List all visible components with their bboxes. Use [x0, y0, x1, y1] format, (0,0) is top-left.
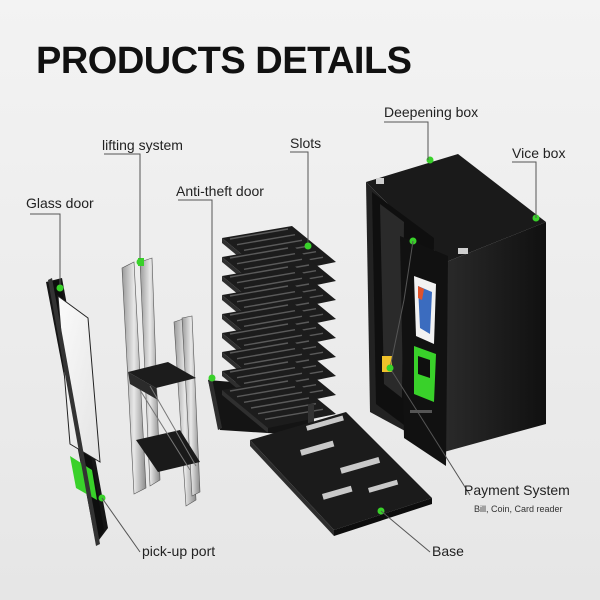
label-glass-door: Glass door — [26, 195, 94, 211]
lifting-system — [98, 257, 201, 507]
label-anti-theft-door: Anti-theft door — [176, 183, 264, 199]
leader-lines — [30, 121, 537, 553]
label-payment-sub: Bill, Coin, Card reader — [474, 504, 563, 514]
label-pickup-port: pick-up port — [142, 543, 216, 559]
label-base: Base — [432, 543, 464, 559]
label-vice-box: Vice box — [512, 145, 566, 161]
slot-support — [308, 404, 314, 428]
label-lifting-system: lifting system — [102, 137, 183, 153]
page-title: PRODUCTS DETAILS — [36, 40, 412, 82]
slots — [222, 226, 336, 433]
label-payment-system: Payment System — [464, 482, 570, 498]
pickup-port-panel — [70, 456, 97, 500]
label-slots: Slots — [290, 135, 322, 151]
callout-dots — [56, 242, 394, 382]
label-deepening-box: Deepening box — [384, 104, 479, 120]
glass-door — [46, 278, 108, 546]
cabinet — [366, 154, 546, 466]
base — [250, 412, 432, 536]
coin-slot — [382, 356, 392, 372]
